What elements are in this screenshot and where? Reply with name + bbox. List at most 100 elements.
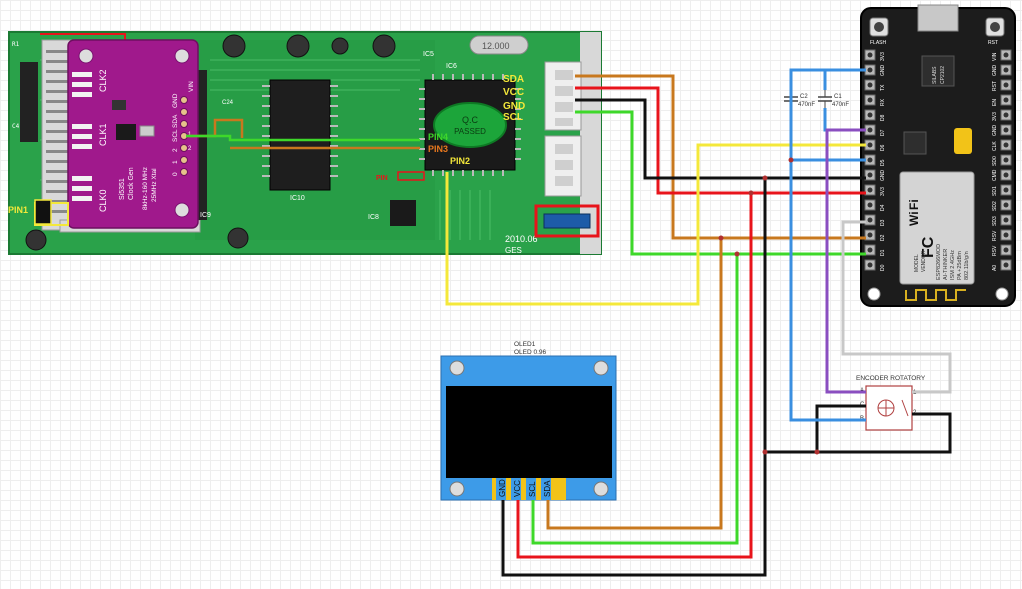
svg-text:PIN: PIN: [376, 175, 388, 182]
esp-left-pin-hole-6: [867, 142, 873, 148]
c1-name: C1: [834, 94, 842, 100]
ref-ic8: IC8: [368, 214, 379, 221]
esp-left-pin-label-2: TX: [880, 84, 886, 91]
wire-gnd-black: [575, 98, 866, 180]
clk2-label: CLK2: [98, 69, 108, 92]
esp-right-pin-hole-5: [1003, 127, 1009, 133]
esp-left-pin-label-3: RX: [880, 98, 886, 106]
esp-right-pin-label-7: SD0: [992, 156, 998, 166]
crystal-label: 12.000: [482, 41, 510, 51]
esp-right-pin-hole-8: [1003, 172, 1009, 178]
esp-left-pin-hole-9: [867, 187, 873, 193]
esp-right-pin-hole-3: [1003, 97, 1009, 103]
esp-right-pin-label-4: 3V3: [992, 112, 998, 121]
ref-c24: C24: [222, 100, 234, 106]
pin-scl-label: SCL: [172, 129, 179, 142]
esp-left-pin-label-0: 3V3: [880, 52, 886, 61]
board-ges: GES: [505, 246, 522, 255]
esp-right-pin-label-12: RSV: [992, 230, 998, 241]
pin-sda-label: SDA: [172, 114, 179, 128]
chip-desc-label: Clock Gen: [128, 167, 135, 200]
flash-button-label: FLASH: [870, 40, 887, 46]
pin4-label: PIN4: [428, 132, 448, 142]
esp-right-pin-label-1: GND: [992, 65, 998, 77]
esp-left-pin-hole-4: [867, 112, 873, 118]
wire-vcc-red: [575, 86, 866, 195]
rotary-encoder: ENCODER ROTATORY A C B 1 2: [856, 375, 926, 431]
wire-encoder-a-purple: [825, 128, 866, 394]
wires: [445, 68, 952, 577]
esp-right-pin-label-10: SD2: [992, 201, 998, 211]
esp-left-pin-hole-13: [867, 247, 873, 253]
wifi-logo-fi: Fi: [907, 199, 921, 210]
esp-left-pin-hole-7: [867, 157, 873, 163]
esp-left-pin-label-12: D2: [880, 234, 886, 241]
conn-label-scl: SCL: [503, 112, 523, 123]
oled-pin-vcc: VCC: [513, 480, 522, 497]
esp-right-pin-label-3: EN: [992, 99, 998, 106]
esp-right-pin-hole-6: [1003, 142, 1009, 148]
jumper-highlight: [534, 204, 600, 238]
usb-chip-line2: CP2102: [940, 66, 946, 84]
esp-module-line4: PA +25dBm: [957, 251, 963, 280]
wire-encoder-c: [815, 404, 866, 452]
wifi-logo-wi: Wi: [907, 211, 921, 226]
pin-markers: PIN1 PIN4 PIN3 PIN2 PIN: [8, 132, 470, 226]
esp-right-pin-hole-13: [1003, 247, 1009, 253]
pin2-label: PIN2: [450, 156, 470, 166]
ref-ic5: IC5: [423, 51, 434, 58]
esp-right-pin-hole-7: [1003, 157, 1009, 163]
esp-right-pin-label-11: SD3: [992, 216, 998, 226]
wire-oled-sda: [546, 238, 723, 530]
board-date: 2010.06: [505, 234, 538, 244]
conn-label-gnd: GND: [503, 101, 525, 112]
esp-right-pin-hole-9: [1003, 187, 1009, 193]
pin-gnd-label: GND: [172, 93, 179, 108]
esp-module-line3: ISM 2.4GHz: [950, 250, 956, 280]
oled-title: OLED1: [514, 341, 536, 348]
wire-oled-gnd: [501, 178, 767, 577]
oled-pin-gnd: GND: [498, 479, 507, 497]
esp-left-pin-label-1: GND: [880, 65, 886, 77]
wire-d7-blue: [823, 108, 866, 132]
wire-encoder-b-blue: [789, 68, 866, 422]
oled-display: OLED1 OLED 0.96 GND VCC SCL SDA: [440, 341, 617, 501]
usb-chip-line1: SILABS: [932, 66, 938, 84]
qc-stamp-line2: PASSED: [454, 127, 486, 136]
qc-stamp-line1: Q.C: [462, 115, 479, 125]
esp-left-pin-label-4: D8: [880, 114, 886, 121]
esp-left-pin-hole-8: [867, 172, 873, 178]
encoder-title: ENCODER ROTATORY: [856, 375, 926, 382]
esp-right-pin-hole-14: [1003, 262, 1009, 268]
esp-right-pin-hole-10: [1003, 202, 1009, 208]
esp-left-pin-hole-11: [867, 217, 873, 223]
conn-label-sda: SDA: [503, 74, 524, 85]
esp-left-pin-label-8: GND: [880, 170, 886, 182]
esp-left-pin-label-13: D1: [880, 249, 886, 256]
pin-2-label: 2: [172, 148, 179, 152]
esp-module-line1: ESP8266MOD: [936, 244, 942, 280]
oled-pin-sda: SDA: [543, 480, 552, 497]
pin-number-2: 2: [188, 146, 192, 152]
esp-left-pin-hole-12: [867, 232, 873, 238]
esp-right-pin-label-5: GND: [992, 125, 998, 137]
si5351-module: CLK2 CLK1 CLK0 Si5351 Clock Gen 8kHz-160…: [67, 39, 199, 229]
ref-ic6: IC6: [446, 63, 457, 70]
esp-right-header: VINGNDRSTEN3V3GNDCLKSD0CMDSD1SD2SD3RSVRS…: [992, 49, 1012, 271]
esp-right-pin-hole-12: [1003, 232, 1009, 238]
esp-left-pin-label-6: D6: [880, 144, 886, 151]
ref-ic9: IC9: [200, 212, 211, 219]
pin3-label: PIN3: [428, 144, 448, 154]
esp-right-pin-label-9: SD1: [992, 186, 998, 196]
esp-right-pin-label-8: CMD: [992, 169, 998, 181]
wire-switch-gray: [841, 220, 952, 394]
wire-scl-green: [575, 110, 866, 256]
esp-right-pin-label-6: CLK: [992, 141, 998, 151]
esp-left-pin-hole-1: [867, 67, 873, 73]
clk0-label: CLK0: [98, 189, 108, 212]
oled-subtitle: OLED 0.96: [514, 349, 547, 356]
wire-oled-scl: [531, 254, 739, 545]
esp-vendor-label: VENDOR: [921, 250, 927, 272]
